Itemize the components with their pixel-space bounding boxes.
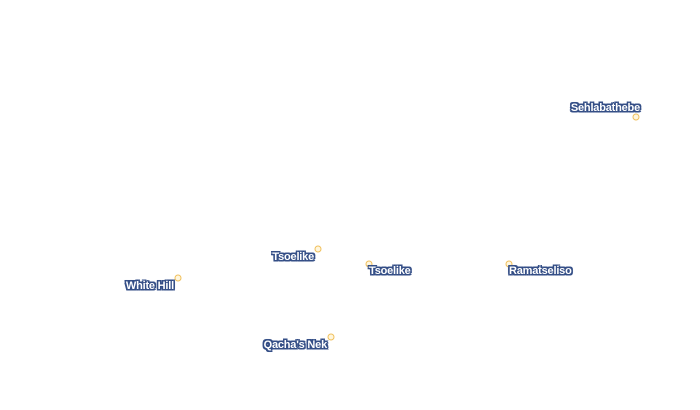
place-marker-icon[interactable]	[174, 274, 182, 282]
place-label: Ramatseliso	[509, 265, 572, 277]
place-label: Tsoelike	[369, 265, 411, 277]
place-label: White Hill	[125, 280, 174, 292]
place-label: Tsoelike	[272, 251, 314, 263]
place-label: Qacha's Nek	[263, 339, 328, 351]
place-marker-icon[interactable]	[632, 113, 640, 121]
place-label: Sehlabathebe	[570, 102, 640, 114]
place-marker-icon[interactable]	[327, 333, 335, 341]
place-marker-icon[interactable]	[365, 260, 373, 268]
place-marker-icon[interactable]	[314, 245, 322, 253]
place-marker-icon[interactable]	[505, 260, 513, 268]
